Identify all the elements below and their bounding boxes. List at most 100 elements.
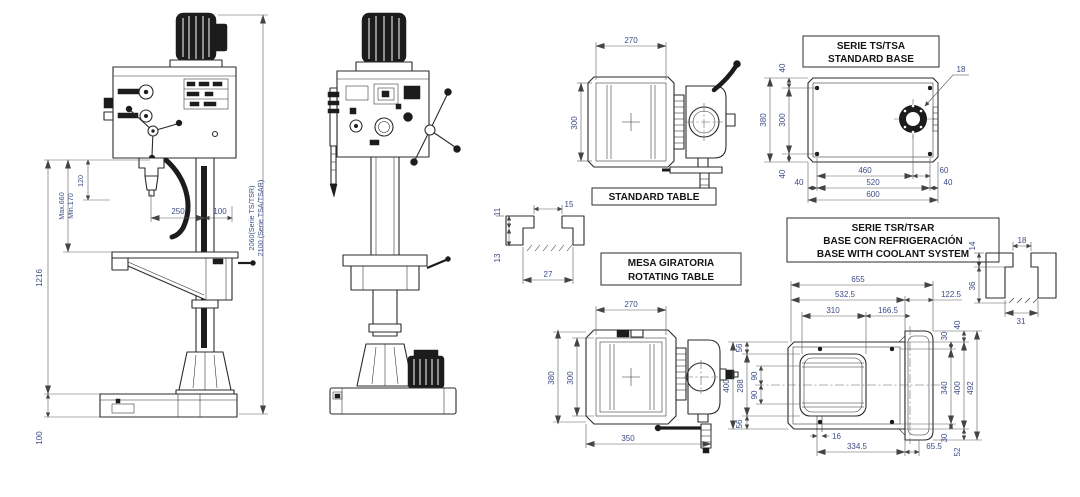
dim-base-hole: 18 [957, 65, 966, 74]
dim-tslot-lip: 11 [493, 207, 502, 216]
dim-cool-height-right: 400 [953, 381, 962, 395]
dim-cool-slot-width: 16 [832, 432, 841, 441]
table-arm [111, 251, 256, 301]
rotating-table-label-box [600, 252, 742, 286]
dim-base-length-total: 600 [866, 190, 880, 199]
coolant-base-label-1: SERIE TSR/TSAR [852, 223, 936, 234]
standard-base-label-box [802, 35, 940, 68]
dim-column-height: 1216 [35, 269, 44, 287]
dim-base-bolt-span: 520 [866, 178, 880, 187]
standard-base-view: SERIE TS/TSA STANDARD BASE 18 380 300 [759, 35, 969, 203]
dim-base-tslot-width: 18 [1018, 236, 1027, 245]
dim-throat: 250 [171, 207, 185, 216]
dim-cool-center-up: 90 [750, 371, 759, 380]
dim-head: 120 [76, 175, 85, 187]
side-view [327, 12, 461, 415]
table-side [342, 254, 451, 291]
rotating-table-dimensions: 270 300 380 350 [547, 300, 712, 448]
dim-tslot-width: 15 [565, 200, 574, 209]
dim-base-margin-right: 40 [944, 178, 953, 187]
table-tslot-detail: 15 11 13 27 [493, 200, 585, 284]
standard-base-dimensions: 18 380 300 40 40 460 60 520 [759, 63, 969, 203]
dim-base-margin-bottom: 40 [778, 169, 787, 178]
dim-tslot-cavity-width: 27 [544, 270, 553, 279]
dim-cool-tank-bottom: 52 [953, 447, 962, 456]
base-plate [807, 77, 939, 163]
dim-overall-height-ts: 2060(Serie TS/TSR) [247, 186, 256, 251]
standard-table-label-box [591, 187, 717, 206]
base-tslot-detail: 18 14 36 31 [968, 236, 1057, 326]
dim-cool-height: 400 [722, 379, 731, 393]
quill [138, 157, 165, 177]
dim-cool-pocket-width: 310 [826, 306, 840, 315]
dim-base-hole-offset: 60 [940, 166, 949, 175]
coolant-base-view: SERIE TSR/TSAR BASE CON REFRIGERACIÓN BA… [722, 217, 1000, 456]
dim-base-height: 100 [35, 431, 44, 445]
standard-base-label-1: SERIE TS/TSA [837, 41, 905, 52]
column-side [370, 156, 400, 257]
dim-base-tslot-lip: 14 [968, 241, 977, 250]
dim-base-tslot-cavity: 31 [1017, 317, 1026, 326]
tslot-right-block [561, 215, 585, 246]
rotating-table-label-2: ROTATING TABLE [628, 272, 714, 283]
dim-cool-pocket-to-center: 166.5 [878, 306, 899, 315]
dim-table-max: Max.660 [57, 192, 66, 220]
dim-cool-length-body: 532.5 [835, 290, 856, 299]
dim-base-margin-top: 40 [778, 63, 787, 72]
table-tslot-dimensions: 15 11 13 27 [493, 200, 574, 284]
dim-rot-width: 270 [624, 300, 638, 309]
dim-cool-rim-top: 30 [940, 331, 949, 340]
machine-base [99, 393, 238, 418]
front-view: 2060(Serie TS/TSR) 2100 (Serie TSA/TSAR)… [35, 12, 268, 445]
dim-table-depth: 300 [570, 116, 579, 130]
dim-base-height-total: 380 [759, 113, 768, 127]
feed-handle-side [410, 88, 461, 166]
dim-cool-margin-bottom: 56 [735, 419, 744, 428]
dim-rear: 100 [213, 207, 227, 216]
front-view-dimensions: 2060(Serie TS/TSR) 2100 (Serie TSA/TSAR)… [35, 14, 268, 445]
dim-base-height-inner: 300 [778, 113, 787, 127]
dim-cool-pocket-height: 288 [736, 379, 745, 393]
coolant-base-label-box [786, 217, 1000, 263]
dim-rot-depth-total: 380 [547, 371, 556, 385]
dim-cool-tank-offset: 65.5 [926, 442, 942, 451]
base-side [329, 387, 457, 415]
standard-table-view: 270 300 STANDARD TABLE [570, 36, 741, 206]
dim-base-margin-left: 40 [795, 178, 804, 187]
base-tslot-right-block [1030, 252, 1057, 299]
head-side [336, 70, 430, 158]
dim-base-slot-length: 460 [858, 166, 872, 175]
standard-base-label-2: STANDARD BASE [828, 54, 914, 65]
dim-rot-width-total: 350 [621, 434, 635, 443]
dim-cool-length-total: 655 [851, 275, 865, 284]
chuck-guard [163, 157, 191, 240]
coolant-pump [407, 349, 445, 389]
dim-rot-depth: 300 [566, 371, 575, 385]
dim-cool-length-tank: 122.5 [941, 290, 962, 299]
dim-table-min: Min.170 [66, 193, 75, 219]
dim-cool-margin-top: 56 [735, 343, 744, 352]
dim-table-width: 270 [624, 36, 638, 45]
dim-cool-center-down: 90 [750, 390, 759, 399]
dim-tslot-cavity-depth: 13 [493, 253, 502, 262]
coolant-base-dimensions: 655 532.5 122.5 310 166.5 400 288 56 [722, 275, 982, 456]
clamp-lever [711, 63, 739, 93]
coolant-base-label-3: BASE WITH COOLANT SYSTEM [817, 249, 969, 260]
dim-cool-tank-top: 40 [953, 320, 962, 329]
dim-base-tslot-depth: 36 [968, 281, 977, 290]
depth-stop-rod [327, 87, 340, 198]
dim-cool-rim-height: 340 [940, 381, 949, 395]
dim-overall-height-tsa: 2100 (Serie TSA/TSAR) [256, 180, 265, 257]
head [112, 66, 237, 159]
coolant-base-label-2: BASE CON REFRIGERACIÓN [823, 234, 962, 247]
tslot-left-block [505, 215, 535, 246]
dim-cool-slot-span: 334.5 [847, 442, 868, 451]
rotating-table-view: MESA GIRATORIA ROTATING TABLE 27 [547, 252, 742, 454]
standard-table-label: STANDARD TABLE [609, 192, 700, 203]
dim-cool-height-total: 492 [966, 381, 975, 395]
base-tslot-dimensions: 18 14 36 31 [968, 236, 1039, 326]
coolant-tank [904, 330, 934, 441]
dim-cool-rim-bottom: 30 [940, 433, 949, 442]
